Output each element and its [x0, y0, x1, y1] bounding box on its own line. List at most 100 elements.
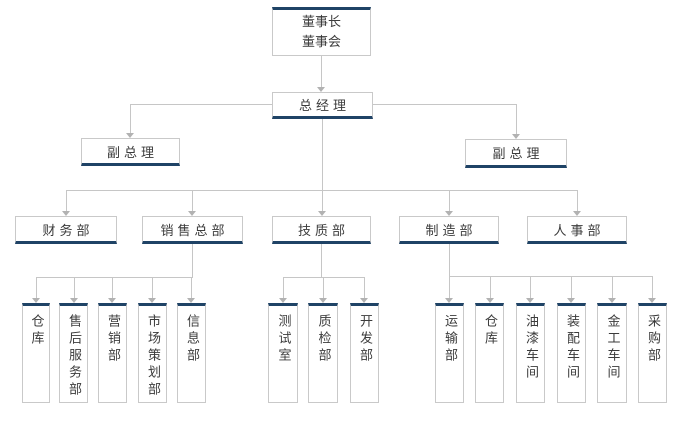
org-node-general-manager: 总经理	[272, 92, 373, 119]
org-node-test-room: 测试室	[268, 303, 298, 403]
org-node-label: 售后服务部	[66, 314, 81, 399]
arrow-down-icon	[108, 298, 116, 303]
arrow-down-icon	[608, 298, 616, 303]
arrow-down-icon	[319, 298, 327, 303]
arrow-down-icon	[187, 298, 195, 303]
connector-line	[516, 104, 517, 134]
org-node-transport-dept: 运输部	[435, 303, 464, 403]
org-node-label: 测试室	[275, 314, 291, 365]
org-node-label: 质检部	[315, 314, 331, 365]
org-node-label: 人事部	[553, 223, 605, 239]
connector-line	[36, 277, 193, 278]
org-node-finance-dept: 财务部	[15, 216, 117, 244]
org-node-label: 油漆车间	[523, 314, 538, 382]
arrow-down-icon	[188, 211, 196, 216]
arrow-down-icon	[573, 211, 581, 216]
arrow-down-icon	[318, 211, 326, 216]
connector-line	[449, 190, 450, 211]
connector-line	[321, 244, 322, 277]
connector-line	[577, 190, 578, 211]
org-node-development-dept: 开发部	[350, 303, 379, 403]
org-node-assembly-workshop: 装配车间	[557, 303, 586, 403]
arrow-down-icon	[512, 134, 520, 139]
connector-line	[66, 190, 67, 211]
connector-line	[571, 276, 572, 298]
connector-line	[490, 276, 491, 298]
connector-line	[283, 277, 365, 278]
connector-line	[130, 104, 131, 133]
org-node-chairman: 董事长 董事会	[272, 7, 371, 56]
arrow-down-icon	[70, 298, 78, 303]
connector-line	[612, 276, 613, 298]
org-node-after-sales-service-dept: 售后服务部	[59, 303, 88, 403]
connector-line	[364, 277, 365, 298]
org-node-purchasing-dept: 采购部	[638, 303, 667, 403]
org-node-label: 运输部	[442, 314, 457, 365]
org-node-hr-dept: 人事部	[527, 216, 627, 244]
org-node-information-dept: 信息部	[177, 303, 206, 403]
org-node-label: 制造部	[425, 223, 477, 239]
connector-line	[322, 119, 323, 190]
arrow-down-icon	[360, 298, 368, 303]
connector-line	[323, 277, 324, 298]
org-node-manufacturing-dept: 制造部	[399, 216, 499, 244]
org-node-quality-inspection-dept: 质检部	[308, 303, 338, 403]
org-node-sales-hq: 销售总部	[142, 216, 243, 244]
connector-line	[321, 56, 322, 87]
connector-line	[449, 276, 450, 298]
arrow-down-icon	[279, 298, 287, 303]
org-node-label: 开发部	[357, 314, 372, 365]
connector-line	[652, 276, 653, 298]
org-node-label: 董事长	[301, 14, 341, 30]
arrow-down-icon	[317, 87, 325, 92]
org-node-paint-workshop: 油漆车间	[516, 303, 545, 403]
org-node-label: 总经理	[298, 99, 350, 114]
connector-line	[530, 276, 531, 298]
connector-line	[112, 277, 113, 298]
org-node-label: 市场策划部	[145, 314, 160, 399]
org-node-vice-manager-left: 副总理	[81, 138, 180, 166]
org-node-tech-quality-dept: 技质部	[272, 216, 371, 244]
connector-line	[152, 277, 153, 298]
arrow-down-icon	[148, 298, 156, 303]
org-node-label: 董事会	[301, 34, 341, 50]
arrow-down-icon	[126, 133, 134, 138]
connector-line	[322, 190, 323, 211]
connector-line	[36, 277, 37, 298]
org-node-label: 信息部	[184, 314, 199, 365]
org-node-label: 采购部	[645, 314, 660, 365]
connector-line	[449, 244, 450, 276]
arrow-down-icon	[445, 298, 453, 303]
org-node-label: 副总理	[106, 145, 158, 161]
connector-line	[191, 277, 192, 298]
org-node-label: 装配车间	[564, 314, 579, 382]
connector-line	[283, 277, 284, 298]
arrow-down-icon	[567, 298, 575, 303]
arrow-down-icon	[32, 298, 40, 303]
arrow-down-icon	[445, 211, 453, 216]
org-node-label: 营销部	[105, 314, 120, 365]
connector-line	[192, 244, 193, 277]
connector-line	[74, 277, 75, 298]
org-node-vice-manager-right: 副总理	[465, 139, 567, 168]
connector-line	[192, 190, 193, 211]
org-node-marketing-dept: 营销部	[98, 303, 127, 403]
connector-line	[449, 276, 653, 277]
org-node-label: 销售总部	[160, 223, 229, 239]
connector-line	[130, 104, 273, 105]
connector-line	[373, 104, 517, 105]
arrow-down-icon	[486, 298, 494, 303]
org-node-label: 仓库	[482, 314, 497, 348]
arrow-down-icon	[648, 298, 656, 303]
org-node-metalwork-workshop: 金工车间	[597, 303, 627, 403]
org-node-warehouse-2: 仓库	[475, 303, 504, 403]
org-node-warehouse-1: 仓库	[22, 303, 50, 403]
org-node-label: 财务部	[42, 223, 94, 239]
org-node-market-planning-dept: 市场策划部	[138, 303, 167, 403]
org-node-label: 金工车间	[604, 314, 620, 382]
arrow-down-icon	[526, 298, 534, 303]
arrow-down-icon	[62, 211, 70, 216]
org-node-label: 副总理	[492, 147, 544, 162]
org-node-label: 技质部	[297, 223, 349, 239]
